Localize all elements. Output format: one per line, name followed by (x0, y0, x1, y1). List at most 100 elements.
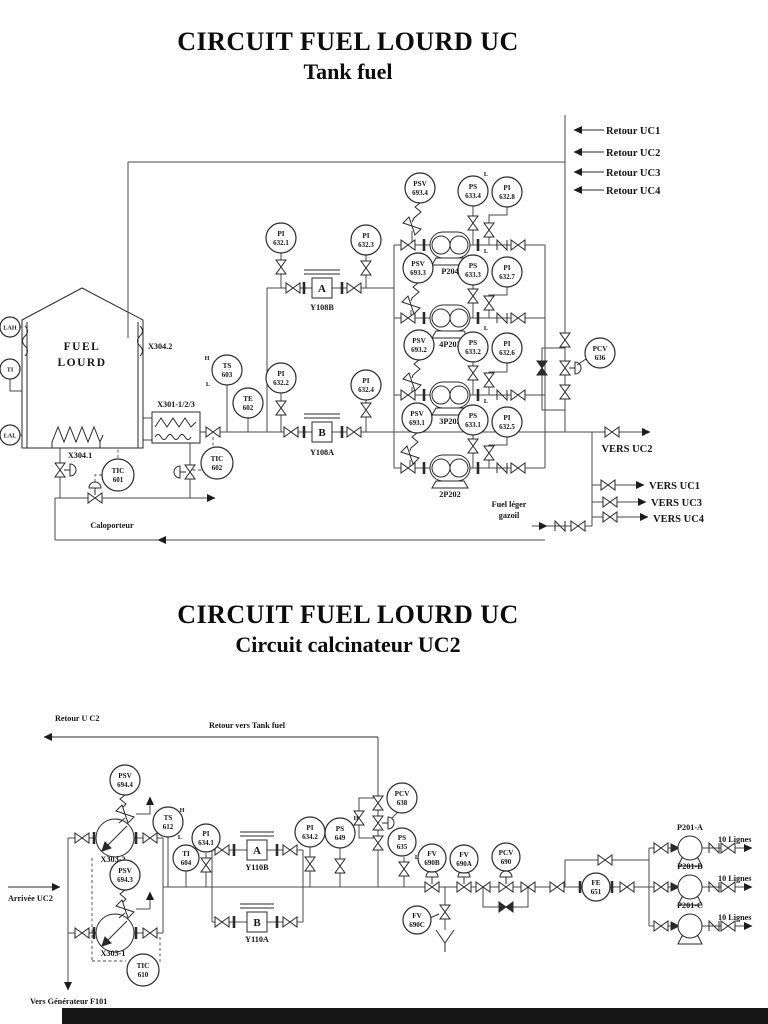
label-x301: X301-1/2/3 (157, 400, 195, 409)
valve-icon (720, 920, 736, 932)
svg-text:604: 604 (181, 859, 192, 867)
svg-text:PI: PI (362, 377, 369, 385)
tank-name-line1: FUEL (64, 341, 101, 353)
label-y110a: Y110A (245, 935, 269, 944)
svg-text:PSV: PSV (118, 867, 132, 875)
label-3p202: 3P202 (439, 417, 460, 426)
control-valve-icon (499, 871, 513, 892)
valve-icon (205, 426, 221, 438)
bottom-title: CIRCUIT FUEL LOURD UC (177, 600, 519, 629)
svg-text:FV: FV (427, 850, 437, 858)
valve-icon (439, 904, 451, 920)
svg-text:602: 602 (243, 404, 254, 412)
label-retour-uc1: Retour UC1 (606, 126, 660, 137)
svg-text:TE: TE (243, 395, 253, 403)
filter-b-letter: B (253, 917, 261, 929)
valve-icon (720, 881, 736, 893)
valve-icon (282, 916, 298, 928)
calcinateur-uc2-diagram: X303-2 X303-1 A Y110B B Y110A (8, 714, 753, 1006)
marker-l: L (178, 834, 182, 841)
svg-text:693.4: 693.4 (412, 189, 428, 197)
svg-text:PS: PS (469, 183, 477, 191)
filter-b-letter: B (318, 427, 326, 439)
svg-text:603: 603 (222, 371, 233, 379)
label-10-lignes: 10 Lignes (718, 835, 751, 844)
fuel-lourd-tank: FUEL LOURD X304.2 X304.1 (21, 287, 172, 460)
instrument-lal: LAL (0, 424, 21, 446)
svg-text:636: 636 (595, 354, 606, 362)
valve-icon (74, 927, 90, 939)
svg-text:634.1: 634.1 (198, 839, 214, 847)
svg-text:PSV: PSV (118, 772, 132, 780)
valve-icon (142, 832, 158, 844)
svg-text:632.6: 632.6 (499, 349, 515, 357)
valve-icon (200, 857, 212, 873)
label-4p202: 4P202 (439, 340, 460, 349)
label-retour-uc4: Retour UC4 (606, 186, 661, 197)
valve-icon (600, 479, 616, 491)
svg-text:TI: TI (7, 367, 14, 374)
pump-branch-p201c: P201-C 10 Lignes (653, 901, 751, 945)
bottom-subtitle: Circuit calcinateur UC2 (235, 632, 461, 657)
label-arrivee-uc2: Arrivée UC2 (8, 894, 53, 903)
svg-text:632.5: 632.5 (499, 423, 515, 431)
heater-icon (95, 818, 135, 858)
marker-l: L (484, 248, 488, 255)
svg-text:PSV: PSV (411, 260, 425, 268)
label-retour-uc3: Retour UC3 (606, 168, 660, 179)
top-subtitle: Tank fuel (303, 59, 393, 84)
label-p204: P204 (441, 267, 458, 276)
valve-icon (619, 881, 635, 893)
label-vers-uc3: VERS UC3 (651, 498, 702, 509)
label-vers-generateur: Vers Générateur F101 (30, 997, 107, 1006)
svg-text:693.1: 693.1 (409, 419, 425, 427)
marker-l: L (206, 381, 210, 388)
svg-text:PI: PI (503, 184, 510, 192)
valve-icon (467, 365, 479, 381)
valve-icon (334, 858, 346, 874)
line-valves-top (55, 215, 620, 532)
heater-x303-2: X303-2 (95, 794, 135, 864)
valve-icon (483, 295, 495, 311)
valve-icon (275, 259, 287, 275)
svg-text:PSV: PSV (412, 337, 426, 345)
svg-text:694.3: 694.3 (117, 876, 133, 884)
tank-name-line2: LOURD (57, 357, 106, 369)
svg-text:PSV: PSV (410, 410, 424, 418)
filter-y110a: B Y110A (240, 903, 274, 944)
label-x304-1: X304.1 (68, 451, 92, 460)
control-valve-icon (174, 465, 195, 479)
label-vers-uc1: VERS UC1 (649, 481, 700, 492)
valve-icon (282, 844, 298, 856)
gear-pump-icon (429, 454, 471, 489)
valve-icon (483, 445, 495, 461)
marker-h: H (205, 355, 210, 362)
marker-h: H (354, 815, 359, 822)
svg-text:FV: FV (412, 912, 422, 920)
svg-text:PI: PI (362, 232, 369, 240)
filter-y108a: B Y108A (304, 413, 340, 457)
svg-text:PI: PI (277, 230, 284, 238)
label-caloporteur: Caloporteur (90, 521, 134, 530)
label-p201a: P201-A (677, 823, 703, 832)
svg-text:PI: PI (503, 264, 510, 272)
valve-icon (498, 901, 514, 913)
svg-text:610: 610 (138, 971, 149, 979)
svg-text:TS: TS (164, 814, 173, 822)
svg-text:TI: TI (182, 850, 190, 858)
signal-lines-bottom (91, 858, 161, 964)
heater-icon (95, 913, 135, 953)
svg-text:PSV: PSV (413, 180, 427, 188)
label-x304-2: X304.2 (148, 342, 172, 351)
